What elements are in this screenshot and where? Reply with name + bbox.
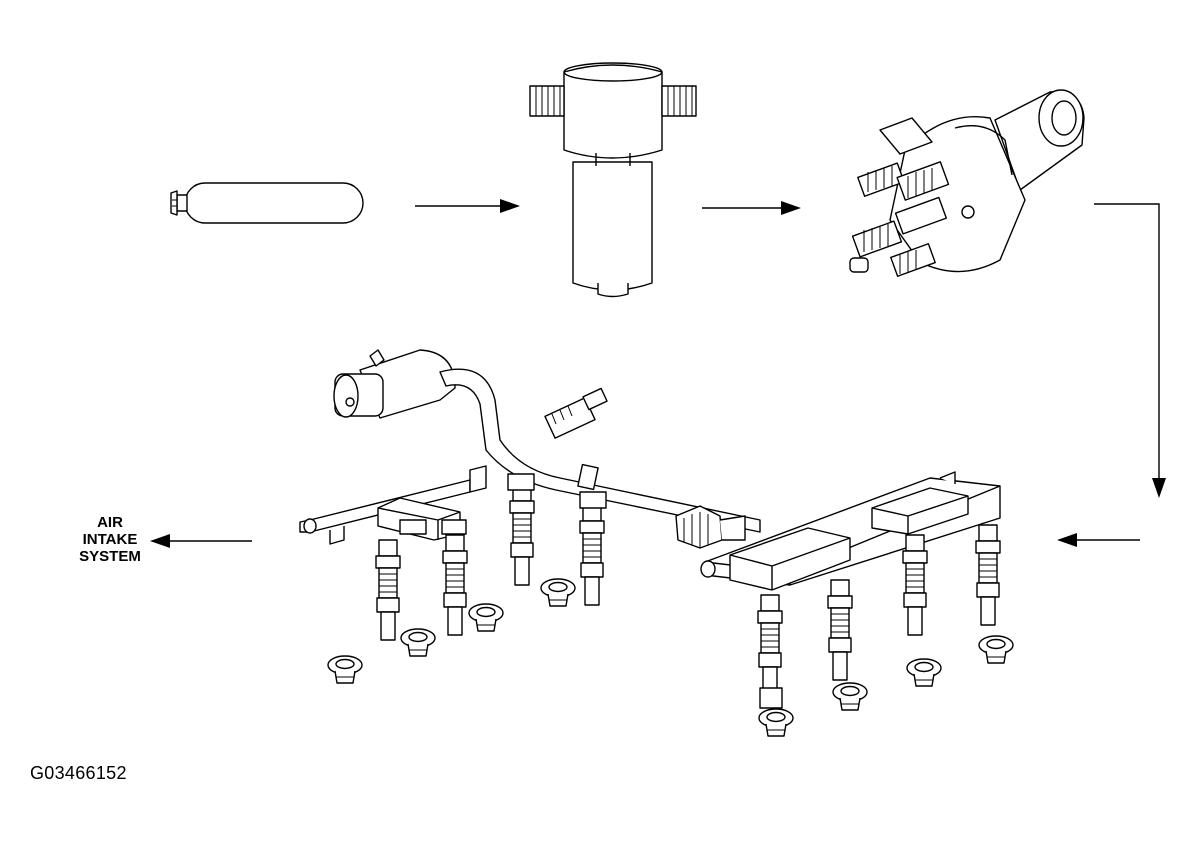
fuel-tank-icon [171,183,363,223]
flow-arrow-to-air-intake [150,534,252,548]
fuel-pump-icon [850,90,1084,276]
fuel-rail-injector-assembly-icon [300,350,1014,737]
flow-arrow-tank-to-filter [415,199,520,213]
figure-id: G03466152 [30,763,127,783]
air-intake-system-label: AIR INTAKE SYSTEM [60,514,160,565]
air-intake-label-line-2: INTAKE [82,531,138,548]
flow-arrow-filter-to-pump [702,201,801,215]
fuel-filter-icon [530,63,696,297]
air-intake-label-line-3: SYSTEM [79,548,141,565]
air-intake-label-line-1: AIR [97,514,123,531]
flow-arrow-into-rail [1057,533,1140,547]
flow-arrow-pump-to-rail [1094,204,1166,498]
